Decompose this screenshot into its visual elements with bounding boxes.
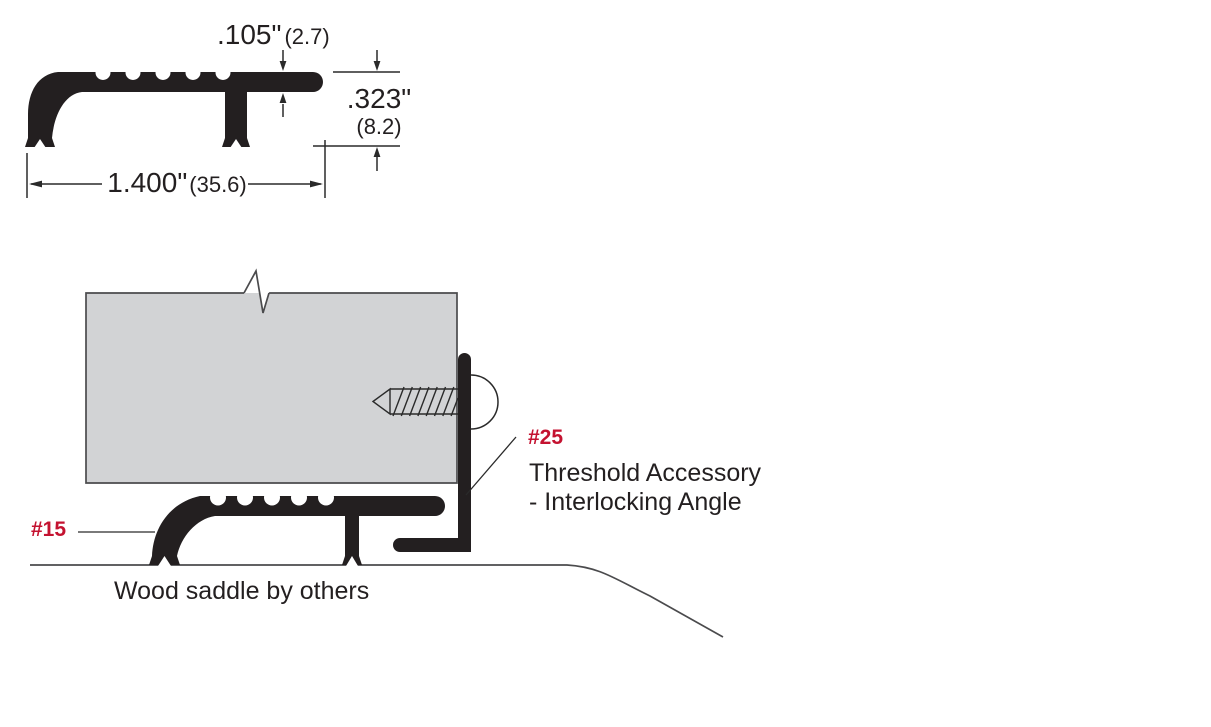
screw-tip — [371, 387, 391, 416]
dim-width-inches: 1.400" — [107, 167, 188, 198]
arrowhead-up — [279, 93, 287, 103]
saddle-profile-shape — [25, 72, 323, 147]
rib-notch — [318, 489, 334, 506]
rib-notch — [215, 65, 231, 80]
part15-label: #15 — [31, 518, 67, 541]
dimension-lines — [26, 50, 400, 198]
rib-notch — [155, 65, 171, 80]
rib-notch — [95, 65, 111, 80]
foot-notch — [158, 556, 171, 566]
dim-width-label: 1.400"(35.6) — [95, 167, 259, 198]
saddle-cross-section — [25, 50, 400, 198]
screw-head-arc — [470, 374, 499, 430]
arrowhead-left — [29, 180, 42, 188]
foot-notch — [230, 139, 242, 148]
dim-thickness-mm: (2.7) — [284, 24, 330, 49]
arrowhead-down — [373, 61, 381, 71]
mounting-screw — [371, 386, 459, 417]
saddle-profile-installed — [149, 496, 445, 565]
dim-thickness-label: .105"(2.7) — [217, 19, 330, 50]
foot-notch — [34, 139, 46, 148]
dimension-arrowheads — [29, 61, 381, 188]
foot-notch — [346, 556, 358, 566]
rib-notch — [291, 489, 307, 506]
arrowhead-up — [373, 147, 381, 157]
dim-height-label: .323" (8.2) — [331, 83, 427, 140]
rib-notches — [95, 65, 231, 80]
interlocking-angle-shape — [393, 353, 471, 552]
dim-height-mm: (8.2) — [356, 114, 402, 140]
door-panel-outline — [85, 292, 458, 484]
rib-notch — [264, 489, 280, 506]
dim-width-mm: (35.6) — [189, 172, 247, 197]
floor-line — [30, 564, 724, 638]
screw-threads — [392, 386, 459, 417]
door-panel — [86, 293, 457, 483]
arrowhead-down — [279, 61, 287, 71]
angle-subtitle: - Interlocking Angle — [529, 488, 742, 516]
dim-height-inches: .323" — [346, 83, 412, 114]
break-line — [243, 268, 270, 314]
wood-saddle-note: Wood saddle by others — [114, 577, 370, 605]
arrowhead-right — [310, 180, 323, 188]
leader-line-part25 — [465, 436, 517, 496]
part25-label: #25 — [528, 426, 564, 449]
dim-thickness-inches: .105" — [217, 19, 282, 50]
rib-notch — [237, 489, 253, 506]
rib-notch — [125, 65, 141, 80]
rib-notch — [210, 489, 226, 506]
rib-notch — [185, 65, 201, 80]
installation-detail — [30, 268, 724, 638]
rib-notches-installed — [210, 489, 334, 506]
angle-title: Threshold Accessory — [529, 459, 762, 487]
